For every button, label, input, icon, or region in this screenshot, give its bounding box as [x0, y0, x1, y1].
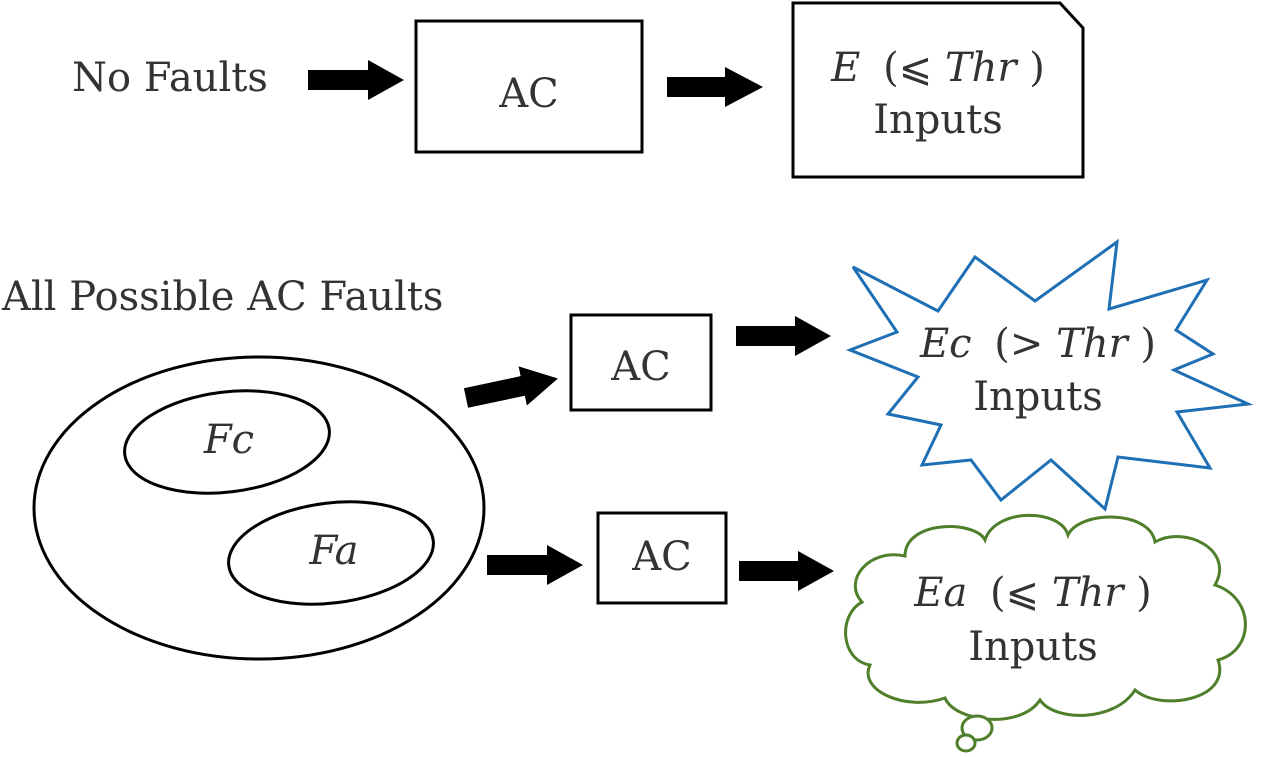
symbol-ea: Ea: [913, 570, 967, 616]
close-paren-top: ): [1029, 45, 1045, 91]
arrow-to-ac-top: [308, 60, 404, 100]
fc-label: Fc: [203, 417, 254, 463]
arrow-to-ac-lower: [487, 545, 583, 585]
arrow-to-output-top: [667, 67, 763, 107]
threshold-top: Thr: [945, 45, 1019, 91]
fault-set-fc: [123, 389, 331, 495]
relation-le-bottom: (⩽: [990, 570, 1052, 616]
fault-set-fa: [227, 500, 435, 606]
no-faults-label: No Faults: [72, 55, 268, 101]
ac-box-upper: [569, 313, 713, 412]
output-inputs-critical: Inputs: [973, 374, 1103, 420]
all-faults-title: All Possible AC Faults: [1, 274, 443, 320]
output-expression-critical: Ec (> Thr ): [919, 321, 1156, 367]
ac-box-lower: [596, 511, 728, 605]
close-paren-critical: ): [1140, 321, 1156, 367]
thought-bubble-large: [960, 714, 994, 742]
close-paren-acceptable: ): [1136, 570, 1152, 616]
output-inputs-acceptable: Inputs: [968, 624, 1098, 670]
arrow-to-output-critical: [736, 316, 831, 356]
ac-label-upper: AC: [610, 344, 671, 390]
fa-label: Fa: [309, 528, 359, 574]
section-divider: [90, 221, 1262, 241]
threshold-critical: Thr: [1056, 321, 1130, 367]
ac-label-top: AC: [498, 71, 559, 117]
output-critical-starburst: [845, 238, 1254, 512]
relation-gt: (>: [994, 321, 1056, 367]
output-expression-top: E (⩽ Thr ): [830, 45, 1045, 91]
output-document-top: [791, 1, 1085, 179]
symbol-ec: Ec: [919, 321, 972, 367]
arrow-to-output-acceptable: [739, 551, 834, 591]
output-inputs-top: Inputs: [873, 97, 1003, 143]
output-expression-acceptable: Ea (⩽ Thr ): [913, 570, 1152, 616]
ac-label-lower: AC: [631, 534, 692, 580]
relation-le-top: (⩽: [883, 45, 945, 91]
output-acceptable-cloud: [844, 513, 1247, 721]
thought-bubble-small: [955, 733, 977, 753]
ac-box-top: [414, 19, 644, 154]
threshold-acceptable: Thr: [1052, 570, 1126, 616]
arrow-to-ac-upper: [463, 366, 558, 408]
symbol-e: E: [830, 45, 860, 91]
